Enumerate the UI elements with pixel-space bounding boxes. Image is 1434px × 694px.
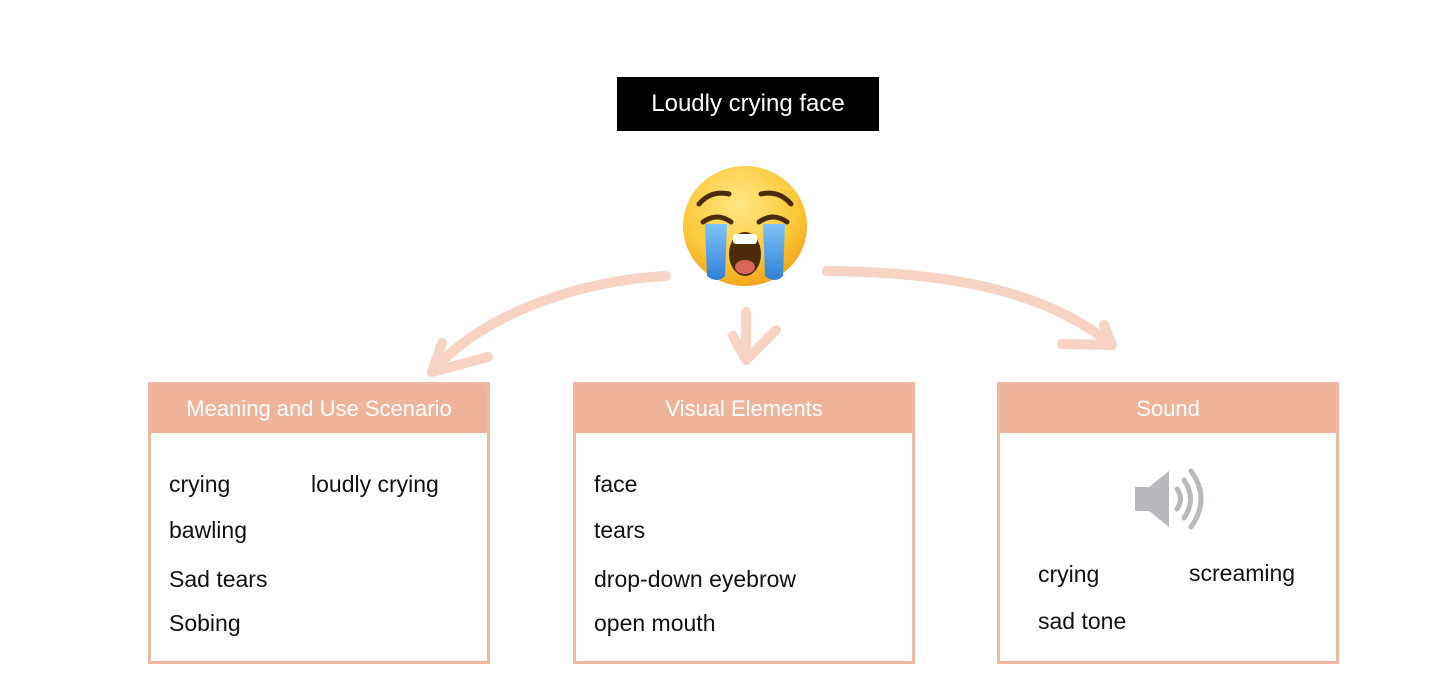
meaning-term: crying xyxy=(169,471,231,497)
visual-element-term: face xyxy=(594,471,638,497)
sound-card-header: Sound xyxy=(1000,385,1336,433)
meaning-term: Sad tears xyxy=(169,566,268,592)
speaker-icon xyxy=(1135,468,1204,530)
arrowhead-visual xyxy=(728,325,781,365)
meaning-card: Meaning and Use Scenario crying loudly c… xyxy=(148,382,490,664)
arrowhead-sound xyxy=(1057,320,1117,350)
visual-element-term: tears xyxy=(594,517,646,543)
arrow-to-meaning xyxy=(427,271,671,377)
meaning-term: Sobing xyxy=(169,610,241,636)
loudly-crying-face-icon xyxy=(683,166,807,286)
visual-elements-card-header: Visual Elements xyxy=(576,385,912,433)
meaning-card-header: Meaning and Use Scenario xyxy=(151,385,487,433)
meaning-term: bawling xyxy=(169,517,247,543)
arrowhead-meaning xyxy=(427,338,493,377)
visual-element-term: drop-down eyebrow xyxy=(594,566,797,592)
sound-term: crying xyxy=(1038,561,1100,587)
page-title: Loudly crying face xyxy=(617,77,879,131)
sound-term: sad tone xyxy=(1038,608,1127,634)
meaning-term: loudly crying xyxy=(311,471,439,497)
arrow-to-sound xyxy=(822,266,1117,350)
sound-card: Sound crying screaming sad tone xyxy=(997,382,1339,664)
visual-elements-card: Visual Elements face tears drop-down eye… xyxy=(573,382,915,664)
visual-element-term: open mouth xyxy=(594,610,716,636)
sound-term: screaming xyxy=(1189,560,1296,586)
